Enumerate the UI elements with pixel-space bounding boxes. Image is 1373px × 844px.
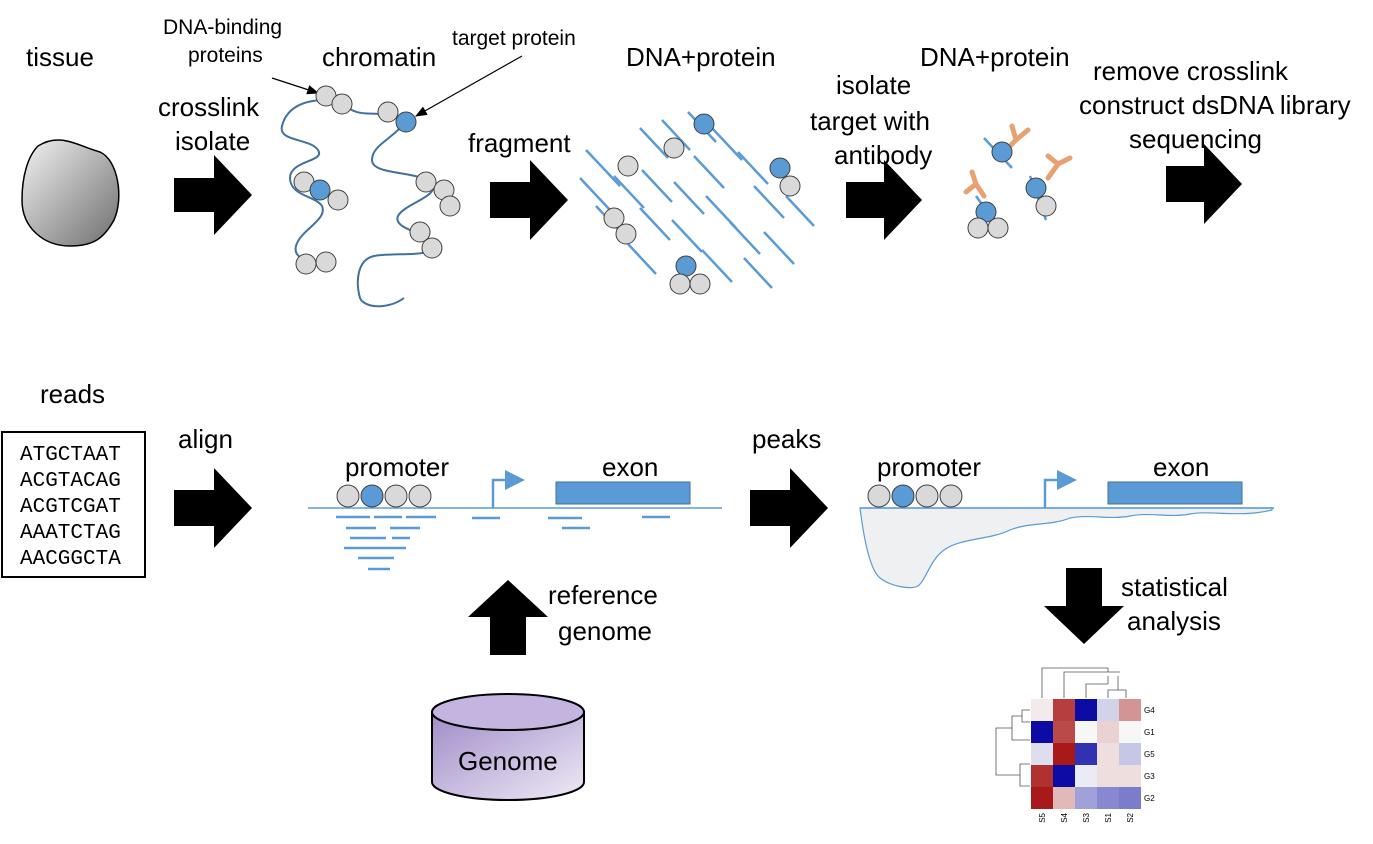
isolate-label: isolate xyxy=(175,126,250,156)
heatmap-cell xyxy=(1053,787,1075,809)
read-line: ACGTACAG xyxy=(20,470,121,493)
promoter-label-2: promoter xyxy=(877,452,981,482)
heatmap-row-label: G5 xyxy=(1144,750,1155,759)
promoter-label-1: promoter xyxy=(345,452,449,482)
heatmap-cell xyxy=(1031,765,1053,787)
heatmap-column-label: S2 xyxy=(1126,812,1135,822)
arrow-statistical-down xyxy=(1044,568,1124,644)
peak-signal xyxy=(859,507,1273,589)
chromatin-proteins xyxy=(293,85,461,275)
heatmap-cell xyxy=(1119,721,1141,743)
tss-arrow-1 xyxy=(491,470,525,508)
heatmap-column-label: S3 xyxy=(1082,812,1091,822)
heatmap-cell xyxy=(1075,765,1097,787)
genome-database-icon xyxy=(431,693,585,801)
isolate-target-label-line2: target with xyxy=(810,106,930,136)
tissue-shape xyxy=(21,139,120,247)
read-line: AACGGCTA xyxy=(20,548,121,571)
exon-box-1 xyxy=(555,481,691,505)
arrow-align xyxy=(174,468,252,548)
heatmap-cell xyxy=(1119,787,1141,809)
heatmap-row-label: G2 xyxy=(1144,794,1155,803)
heatmap-cell xyxy=(1075,721,1097,743)
exon-box-2 xyxy=(1107,481,1243,505)
row-dendrogram xyxy=(995,709,1030,787)
heatmap-column-label: S5 xyxy=(1038,812,1047,822)
heatmap-cell xyxy=(1119,765,1141,787)
dna-protein-label-1: DNA+protein xyxy=(626,42,776,72)
fragment-proteins xyxy=(603,113,801,295)
heatmap-cell xyxy=(1053,721,1075,743)
heatmap-cell xyxy=(1053,743,1075,765)
chromatin-label: chromatin xyxy=(322,42,436,72)
remove-crosslink-label: remove crosslink xyxy=(1093,56,1289,86)
heatmap-row-label: G3 xyxy=(1144,772,1155,781)
read-line: ACGTCGAT xyxy=(20,496,121,519)
heatmap-column-label: S1 xyxy=(1104,812,1113,822)
heatmap-cell xyxy=(1031,721,1053,743)
read-line: ATGCTAAT xyxy=(20,444,121,467)
heatmap-cell xyxy=(1119,699,1141,721)
arrow-sequencing xyxy=(1166,144,1242,224)
statistical-label: statistical xyxy=(1121,572,1228,602)
heatmap-cell xyxy=(1075,787,1097,809)
dna-fragments xyxy=(579,111,815,289)
construct-library-label: construct dsDNA library xyxy=(1079,90,1351,120)
align-label: align xyxy=(178,424,233,454)
tss-arrow-2 xyxy=(1043,470,1077,508)
antibody-icons xyxy=(963,123,1073,199)
heatmap-cell xyxy=(1075,743,1097,765)
peaks-label: peaks xyxy=(752,424,821,454)
reads-label: reads xyxy=(40,379,105,409)
heatmap-cell xyxy=(1097,743,1119,765)
genome-word-label: genome xyxy=(558,616,652,646)
heatmap-cell xyxy=(1097,765,1119,787)
heatmap-cell xyxy=(1075,699,1097,721)
sequencing-label: sequencing xyxy=(1129,124,1262,154)
heatmap-cell xyxy=(1053,765,1075,787)
isolate-target-label-line3: antibody xyxy=(834,140,932,170)
fragment-label: fragment xyxy=(468,128,571,158)
heatmap-column-label: S4 xyxy=(1060,812,1069,822)
column-dendrogram xyxy=(1041,667,1127,698)
immunoprecipitated-fragments xyxy=(963,123,1073,239)
heatmap-cell xyxy=(1097,787,1119,809)
arrow-reference-up xyxy=(468,580,548,655)
promoter-proteins-2 xyxy=(867,484,963,508)
aligned-reads xyxy=(336,515,670,571)
heatmap-cell xyxy=(1031,743,1053,765)
arrow-peaks xyxy=(750,468,828,548)
arrow-fragment xyxy=(490,160,568,240)
reads-box xyxy=(1,431,146,578)
heatmap-cell xyxy=(1031,787,1053,809)
dna-binding-pointer xyxy=(271,77,320,95)
read-line: AAATCTAG xyxy=(20,522,121,545)
target-protein-pointer xyxy=(414,55,523,117)
heatmap-cell xyxy=(1031,699,1053,721)
heatmap-cell xyxy=(1097,699,1119,721)
heatmap-cell xyxy=(1053,699,1075,721)
dna-binding-label-line2: proteins xyxy=(188,44,263,67)
heatmap-row-label: G4 xyxy=(1144,706,1155,715)
heatmap-cell xyxy=(1119,743,1141,765)
genome-database-label: Genome xyxy=(458,746,558,776)
tissue-label: tissue xyxy=(26,42,94,72)
dna-protein-label-2: DNA+protein xyxy=(920,42,1070,72)
isolate-target-label-line1: isolate xyxy=(836,70,911,100)
dna-binding-label-line1: DNA-binding xyxy=(163,16,282,39)
arrow-crosslink xyxy=(174,155,252,235)
heatmap-cell xyxy=(1097,721,1119,743)
exon-label-1: exon xyxy=(602,452,658,482)
analysis-label: analysis xyxy=(1127,606,1221,636)
reference-label: reference xyxy=(548,580,658,610)
heatmap-row-label: G1 xyxy=(1144,728,1155,737)
exon-label-2: exon xyxy=(1153,452,1209,482)
target-protein-label: target protein xyxy=(452,27,576,50)
promoter-proteins-1 xyxy=(336,484,432,508)
arrow-isolate xyxy=(846,160,922,240)
crosslink-label: crosslink xyxy=(158,92,260,122)
